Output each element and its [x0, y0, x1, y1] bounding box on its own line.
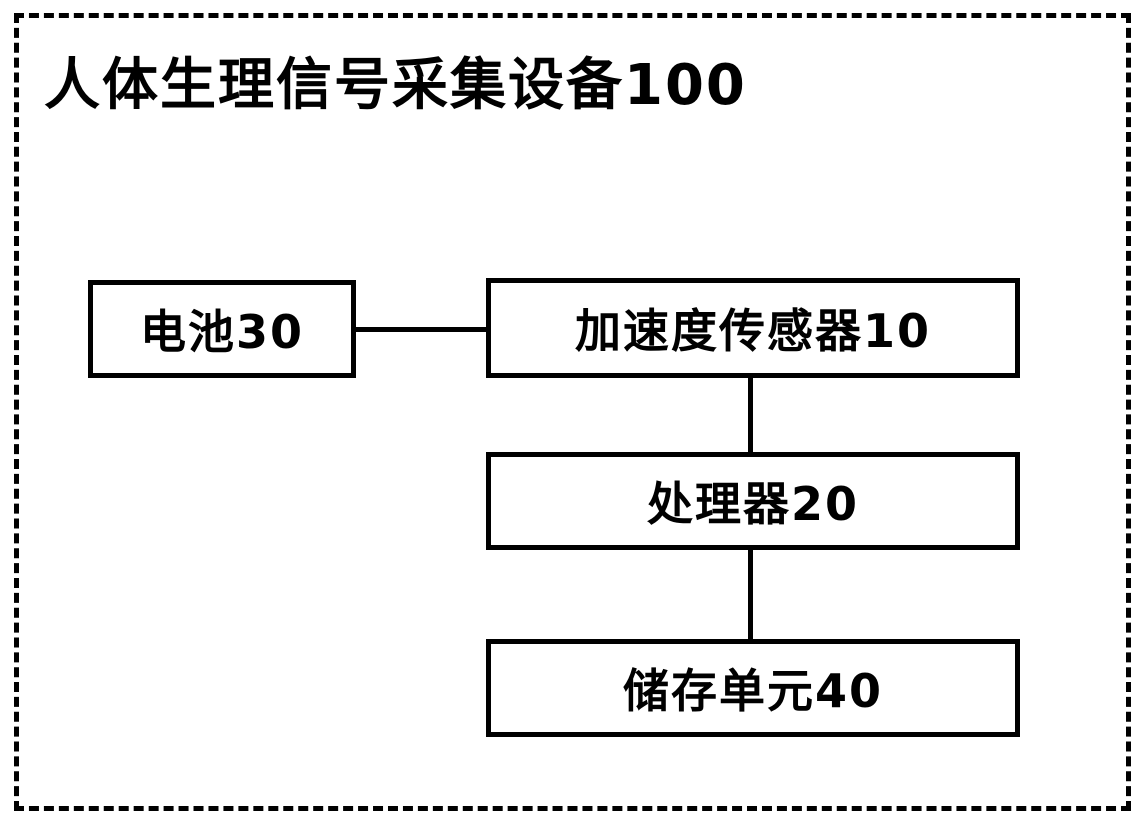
- edge-sensor-to-processor: [748, 378, 753, 452]
- diagram-title: 人体生理信号采集设备100: [44, 53, 747, 118]
- node-battery-label: 电池30: [139, 305, 304, 359]
- node-battery: 电池30: [88, 280, 356, 378]
- node-storage-unit-label: 储存单元40: [622, 664, 883, 718]
- node-acceleration-sensor-label: 加速度传感器10: [574, 304, 931, 358]
- node-storage-unit: 储存单元40: [486, 639, 1020, 737]
- device-boundary-dashed-box: [14, 13, 1131, 811]
- node-acceleration-sensor: 加速度传感器10: [486, 278, 1020, 378]
- node-processor-label: 处理器20: [646, 477, 859, 531]
- node-processor: 处理器20: [486, 452, 1020, 550]
- edge-battery-to-sensor: [356, 327, 486, 332]
- edge-processor-to-storage: [748, 550, 753, 639]
